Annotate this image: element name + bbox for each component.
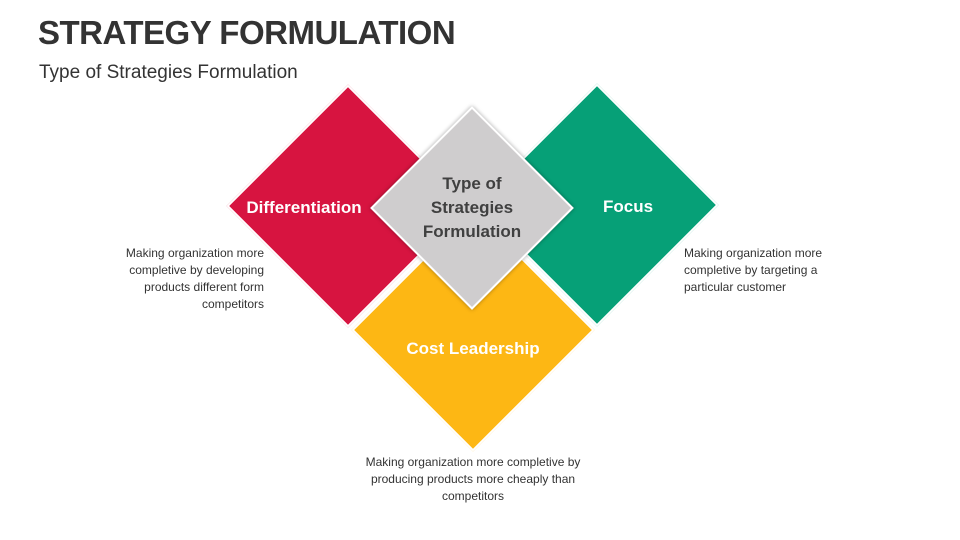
desc-line: products different form	[144, 280, 264, 294]
center-label-line: Type of	[442, 174, 502, 193]
differentiation-description: Making organization more completive by d…	[126, 245, 264, 313]
desc-line: completive by targeting a	[684, 263, 818, 277]
cost-leadership-description: Making organization more completive by p…	[366, 454, 581, 505]
focus-label: Focus	[602, 197, 654, 216]
page-subtitle: Type of Strategies Formulation	[39, 62, 298, 83]
page-title: STRATEGY FORMULATION	[38, 14, 456, 51]
desc-line: particular customer	[684, 280, 787, 294]
center-label-line: Formulation	[422, 222, 522, 241]
differentiation-label: Differentiation	[246, 198, 362, 217]
desc-line: Making organization more	[684, 246, 823, 260]
center-label-line: Strategies	[430, 198, 514, 217]
desc-line: competitors	[441, 489, 505, 503]
center-label: Type of Strategies Formulation	[423, 172, 521, 244]
focus-description: Making organization more completive by t…	[684, 245, 822, 296]
cost-leadership-label: Cost Leadership	[406, 339, 540, 358]
desc-line: competitors	[201, 297, 264, 311]
desc-line: completive by developing	[129, 263, 264, 277]
desc-line: Making organization more completive by	[365, 455, 581, 469]
desc-line: Making organization more	[125, 246, 264, 260]
desc-line: producing products more cheaply than	[370, 472, 576, 486]
